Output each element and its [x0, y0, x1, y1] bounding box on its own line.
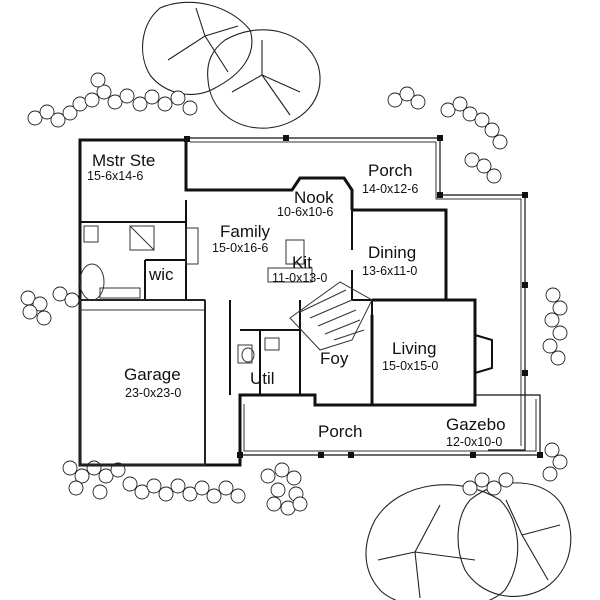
svg-text:Porch: Porch [368, 161, 412, 180]
svg-text:15-0x15-0: 15-0x15-0 [382, 359, 438, 373]
room-family: Family 15-0x16-6 [212, 222, 271, 255]
svg-text:Gazebo: Gazebo [446, 415, 506, 434]
tree-bottom-center [365, 484, 519, 600]
util-fixtures [237, 337, 280, 364]
svg-text:Porch: Porch [318, 422, 362, 441]
svg-text:Kit: Kit [292, 253, 312, 272]
svg-text:23-0x23-0: 23-0x23-0 [125, 386, 181, 400]
room-kit: Kit 11-0x13-0 [272, 253, 327, 285]
kitchen-island [267, 239, 313, 283]
room-porch-front: Porch [318, 422, 362, 441]
room-util: Util [250, 369, 275, 388]
room-gazebo: Gazebo 12-0x10-0 [446, 415, 506, 449]
room-porch-rear: Porch 14-0x12-6 [362, 161, 418, 196]
svg-text:12-0x10-0: 12-0x10-0 [446, 435, 502, 449]
svg-text:13-6x11-0: 13-6x11-0 [362, 264, 417, 278]
room-foy: Foy [320, 349, 349, 368]
stairs [289, 281, 373, 351]
room-living: Living 15-0x15-0 [382, 339, 438, 373]
svg-text:15-6x14-6: 15-6x14-6 [87, 169, 143, 183]
svg-text:11-0x13-0: 11-0x13-0 [272, 271, 327, 285]
shrubs-left [20, 286, 80, 326]
shrubs-right [542, 287, 568, 482]
svg-text:Util: Util [250, 369, 275, 388]
shrubs-top-left [27, 72, 198, 128]
room-mstr-ste: Mstr Ste 15-6x14-6 [87, 151, 155, 183]
room-garage: Garage 23-0x23-0 [124, 365, 181, 400]
shrubs-bottom-center [260, 462, 514, 516]
svg-text:Family: Family [220, 222, 271, 241]
shrubs-bottom-left [62, 460, 246, 504]
room-dining: Dining 13-6x11-0 [362, 243, 417, 278]
tree-top-right [207, 29, 321, 129]
garage-outline [79, 299, 206, 466]
svg-text:15-0x16-6: 15-0x16-6 [212, 241, 268, 255]
shrubs-top-right [387, 86, 508, 184]
front-porch-outline [237, 394, 543, 458]
room-nook: Nook 10-6x10-6 [277, 188, 334, 219]
svg-text:wic: wic [148, 265, 174, 284]
svg-text:Dining: Dining [368, 243, 416, 262]
svg-text:Mstr Ste: Mstr Ste [92, 151, 155, 170]
rear-porch-outline [184, 135, 528, 451]
bath-fixtures [79, 225, 199, 301]
svg-text:10-6x10-6: 10-6x10-6 [277, 205, 333, 219]
exterior-walls [78, 138, 493, 467]
svg-text:Foy: Foy [320, 349, 349, 368]
svg-text:14-0x12-6: 14-0x12-6 [362, 182, 418, 196]
tree-bottom-right [457, 482, 572, 597]
svg-text:Living: Living [392, 339, 436, 358]
svg-text:Garage: Garage [124, 365, 181, 384]
svg-text:Nook: Nook [294, 188, 334, 207]
tree-top-left [142, 1, 253, 95]
room-wic: wic [148, 265, 174, 284]
